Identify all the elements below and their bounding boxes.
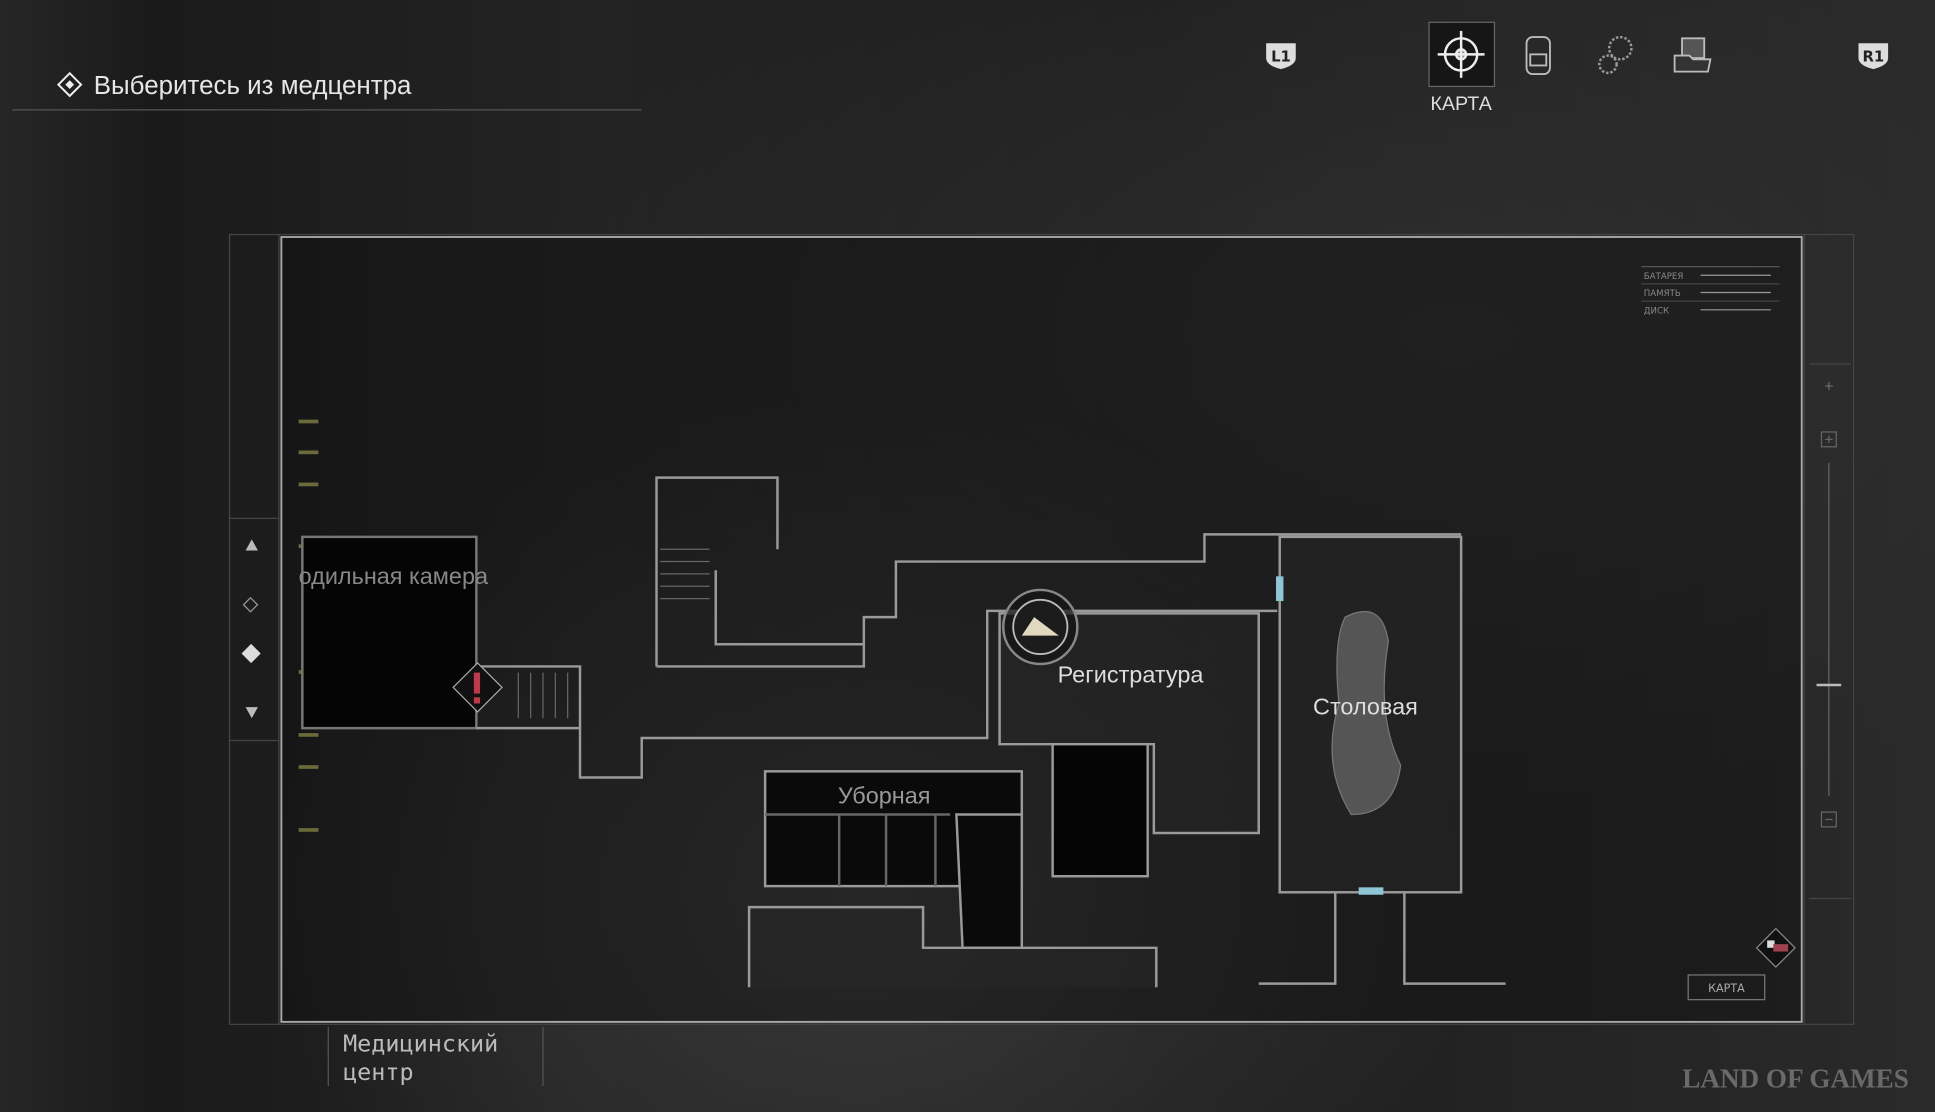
watermark: LAND OF GAMES xyxy=(1682,1063,1909,1093)
svg-text:Медицинский: Медицинский xyxy=(343,1029,498,1057)
floor-up-icon[interactable] xyxy=(245,539,258,551)
room-label-left: одильная камера xyxy=(299,563,489,589)
svg-text:КАРТА: КАРТА xyxy=(1708,982,1745,995)
room-label-reception: Регистратура xyxy=(1058,661,1205,687)
svg-text:ДИСК: ДИСК xyxy=(1644,307,1669,317)
tab-map-label: КАРТА xyxy=(1430,93,1492,115)
legend-button[interactable]: КАРТА xyxy=(1687,974,1766,1001)
l1-button[interactable]: L1 xyxy=(1266,43,1296,70)
tab-files[interactable] xyxy=(1673,37,1712,73)
alert-marker[interactable] xyxy=(452,662,503,713)
objective-diamond-icon xyxy=(56,71,83,98)
svg-text:центр: центр xyxy=(343,1058,414,1086)
backpack-icon xyxy=(1525,36,1551,76)
svg-text:L1: L1 xyxy=(1271,49,1291,66)
room-label-restroom: Уборная xyxy=(838,782,931,808)
svg-text:БАТАРЕЯ: БАТАРЕЯ xyxy=(1644,272,1684,282)
folder-icon xyxy=(1673,37,1712,73)
objective: Выберитесь из медцентра xyxy=(12,71,642,111)
room-reception[interactable] xyxy=(998,612,1260,835)
zoom-in-button[interactable] xyxy=(1820,431,1837,448)
zoom-controls: + xyxy=(1809,363,1852,900)
room-left[interactable] xyxy=(301,535,478,730)
tab-bar: L1 КАРТА R1 xyxy=(1266,21,1889,115)
objective-text: Выберитесь из медцентра xyxy=(94,72,412,100)
floor-down-icon[interactable] xyxy=(245,707,258,719)
player-position-marker[interactable] xyxy=(1002,588,1079,666)
zoom-out-button[interactable] xyxy=(1820,811,1837,828)
r1-button[interactable]: R1 xyxy=(1858,43,1889,70)
tab-inventory[interactable] xyxy=(1525,36,1551,76)
compass-rose-icon xyxy=(1755,927,1796,968)
svg-text:ПАМЯТЬ: ПАМЯТЬ xyxy=(1644,289,1681,299)
svg-text:R1: R1 xyxy=(1862,49,1884,66)
device-status-panel: БАТАРЕЯ ПАМЯТЬ ДИСК xyxy=(1641,265,1780,317)
map-compass-icon xyxy=(1437,30,1485,78)
map-rooms xyxy=(301,476,1506,988)
room-labels: одильная камера Регистратура Столовая Уб… xyxy=(299,563,1418,809)
tab-map[interactable]: КАРТА xyxy=(1428,21,1496,115)
svg-text:+: + xyxy=(1824,379,1834,393)
area-name: Медицинский центр xyxy=(327,1026,544,1087)
floor-diamond-icon[interactable] xyxy=(242,596,259,613)
tab-settings[interactable] xyxy=(1598,35,1633,75)
room-label-dining: Столовая xyxy=(1313,694,1418,720)
gears-icon xyxy=(1598,35,1633,75)
map-markers xyxy=(452,576,1384,895)
current-floor-diamond-icon[interactable] xyxy=(241,643,261,664)
